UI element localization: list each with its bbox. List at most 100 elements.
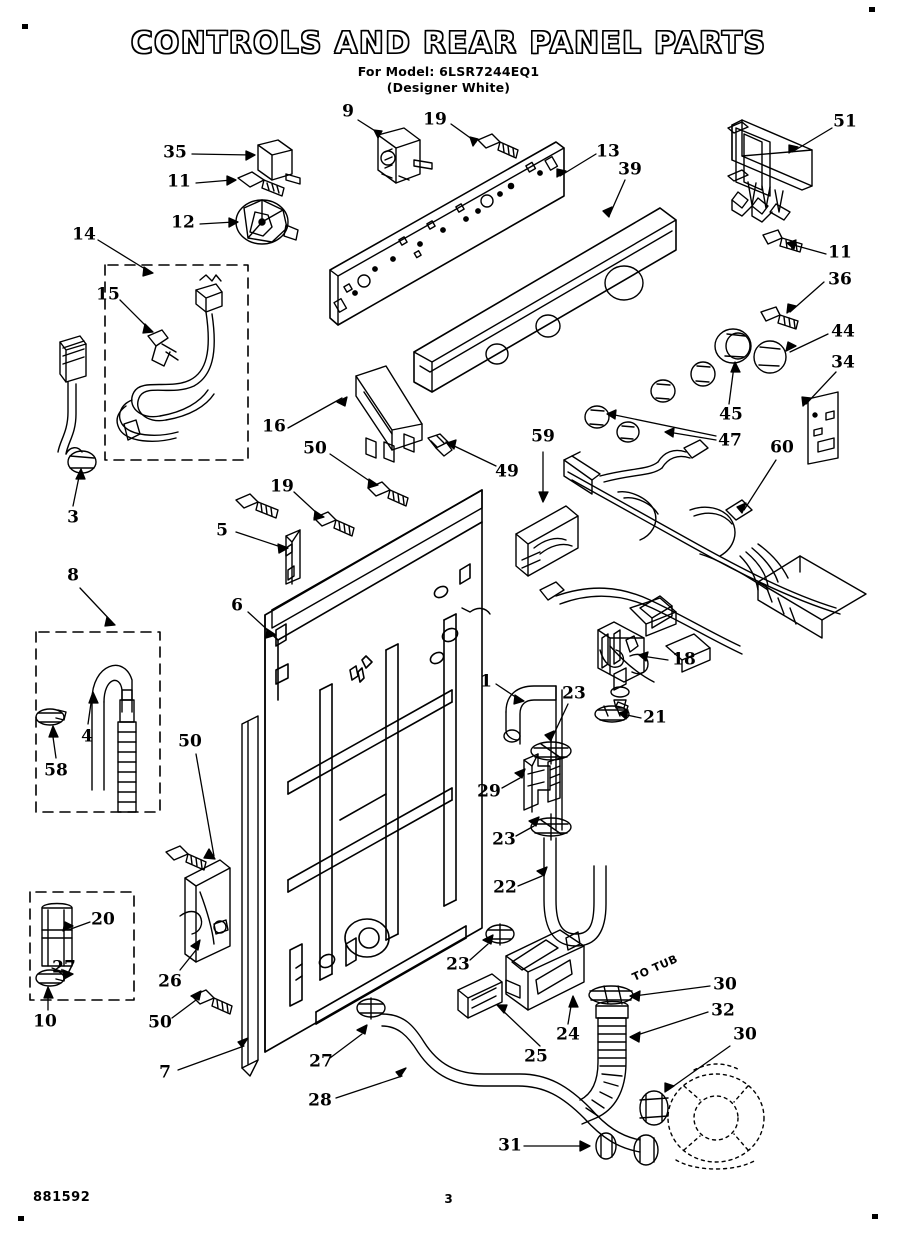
callout-number-12: 12 xyxy=(171,212,195,233)
callout-number-15: 15 xyxy=(96,284,120,305)
power-cord-assembly-box xyxy=(105,265,248,460)
screw-part-11-upper xyxy=(238,172,284,196)
callout-number-59: 59 xyxy=(531,426,555,447)
callout-number-25: 25 xyxy=(524,1046,548,1067)
callout-number-16: 16 xyxy=(262,416,286,437)
power-cord-part-15 xyxy=(117,275,222,441)
hose-part-20 xyxy=(42,904,72,967)
callout-number-60: 60 xyxy=(770,437,794,458)
callout-number-36: 36 xyxy=(828,269,852,290)
callout-number-27: 27 xyxy=(52,957,76,978)
fill-hose-box xyxy=(30,892,134,1000)
callout-number-8: 8 xyxy=(67,565,79,586)
callout-number-32: 32 xyxy=(711,1000,735,1021)
screw-part-50b xyxy=(166,846,206,870)
power-plug-part-3 xyxy=(58,336,96,473)
callout-number-24: 24 xyxy=(556,1024,580,1045)
callout-number-29: 29 xyxy=(477,781,501,802)
clamp-part-31a xyxy=(596,1133,616,1159)
bottom-hose-part-28 xyxy=(382,1014,640,1152)
callout-number-34: 34 xyxy=(831,352,855,373)
callout-number-49: 49 xyxy=(495,461,519,482)
clamp-part-30a xyxy=(589,986,633,1004)
button-part-47d xyxy=(617,422,639,442)
callout-number-18: 18 xyxy=(672,649,696,670)
leader-lines xyxy=(44,120,836,1151)
screw-part-36 xyxy=(761,307,798,329)
wire-harness-part-59 xyxy=(516,506,578,576)
selector-knob-part xyxy=(236,200,298,244)
rear-bracket-part-16 xyxy=(356,366,422,462)
registration-mark-top-right xyxy=(869,7,875,12)
inlet-tube-part-1 xyxy=(504,686,562,830)
callout-number-58: 58 xyxy=(44,760,68,781)
registration-mark-top-left xyxy=(22,24,28,29)
callout-number-50: 50 xyxy=(303,438,327,459)
callout-number-7: 7 xyxy=(159,1062,171,1083)
callout-number-23: 23 xyxy=(446,954,470,975)
pump-phantom xyxy=(668,1064,764,1169)
callout-number-3: 3 xyxy=(67,507,79,528)
panel-top-rail xyxy=(272,490,482,628)
clamp-part-31b xyxy=(634,1135,658,1165)
button-part-47a xyxy=(691,362,715,386)
callout-number-30: 30 xyxy=(713,974,737,995)
drain-hose-assembly-box xyxy=(36,632,160,812)
callout-number-23: 23 xyxy=(492,829,516,850)
clamp-part-27b xyxy=(357,998,385,1019)
drain-hose-part-4 xyxy=(92,665,136,812)
clamp-part-23a xyxy=(531,738,571,764)
lid-hinge-part-51 xyxy=(728,120,812,222)
registration-mark-bottom-right xyxy=(872,1214,878,1219)
callout-number-45: 45 xyxy=(719,404,743,425)
clamp-part-21 xyxy=(595,702,629,722)
callout-number-10: 10 xyxy=(33,1011,57,1032)
callout-number-6: 6 xyxy=(231,595,243,616)
console-panel-part xyxy=(330,142,564,325)
color-line: (Designer White) xyxy=(386,79,511,95)
callout-number-5: 5 xyxy=(216,520,228,541)
clip-part-25 xyxy=(458,974,502,1018)
callout-number-1: 1 xyxy=(480,671,492,692)
drain-hose-part-22 xyxy=(544,838,606,946)
button-part-47b xyxy=(651,380,675,402)
callout-number-14: 14 xyxy=(72,224,96,245)
switch-plate-part-34 xyxy=(808,392,838,464)
callout-number-27: 27 xyxy=(309,1051,333,1072)
bottom-bracket-part-24 xyxy=(506,930,584,1010)
knob-part-44 xyxy=(754,341,786,373)
title-block: CONTROLS AND REAR PANEL PARTS For Model:… xyxy=(0,27,897,95)
callout-number-50: 50 xyxy=(148,1012,172,1033)
screw-part-19a-top xyxy=(478,134,518,158)
screw-part-19c xyxy=(314,512,354,536)
callout-number-30: 30 xyxy=(733,1024,757,1045)
water-valve-part-18 xyxy=(598,622,648,708)
callout-number-26: 26 xyxy=(158,971,182,992)
callout-number-19: 19 xyxy=(270,476,294,497)
callout-number-31: 31 xyxy=(498,1135,522,1156)
callout-number-50: 50 xyxy=(178,731,202,752)
bracket-part-26 xyxy=(180,860,230,962)
clamp-part-30b xyxy=(640,1091,668,1125)
main-wire-harness-part-60 xyxy=(462,440,866,682)
component-box-part-35 xyxy=(258,140,300,184)
callout-number-51: 51 xyxy=(833,111,857,132)
clamp-part-58 xyxy=(36,709,66,725)
model-line: For Model: 6LSR7244EQ1 xyxy=(357,63,540,79)
callout-number-19: 19 xyxy=(423,109,447,130)
console-shell-part xyxy=(414,208,676,392)
footer-document-code: 881592 xyxy=(33,1190,91,1205)
knob-part-45 xyxy=(715,329,751,363)
screw-part-19b xyxy=(236,494,278,518)
callout-number-9: 9 xyxy=(342,101,354,122)
callout-number-28: 28 xyxy=(308,1090,332,1111)
side-trim-part-7 xyxy=(242,716,258,1076)
timer-switch-part xyxy=(378,128,432,183)
button-part-47c xyxy=(585,406,609,428)
callout-number-4: 4 xyxy=(81,726,93,747)
callout-number-23: 23 xyxy=(562,683,586,704)
callout-number-21: 21 xyxy=(643,707,667,728)
callout-number-39: 39 xyxy=(618,159,642,180)
callout-number-11: 11 xyxy=(828,242,852,263)
